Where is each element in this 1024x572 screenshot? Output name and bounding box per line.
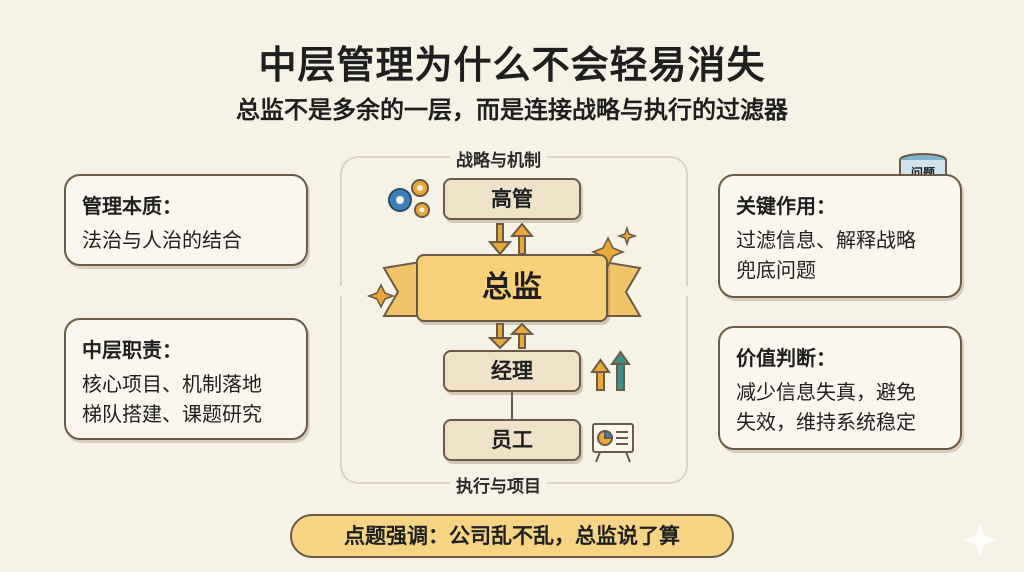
updown-arrows-top bbox=[487, 222, 535, 256]
card-line: 法治与人治的结合 bbox=[82, 228, 242, 252]
sparkle-icon bbox=[366, 225, 638, 309]
updown-arrows-bottom bbox=[487, 322, 535, 350]
frame-bottom-label: 执行与项目 bbox=[450, 472, 547, 497]
card-line: 兜底问题 bbox=[736, 258, 816, 282]
card-heading: 中层职责： bbox=[82, 338, 182, 362]
card-value-judgment: 价值判断： 减少信息失真，避免 失效，维持系统稳定 bbox=[718, 326, 962, 450]
frame-top-label: 战略与机制 bbox=[450, 146, 547, 171]
card-middle-duties: 中层职责： 核心项目、机制落地 梯队搭建、课题研究 bbox=[64, 318, 308, 440]
manager-box: 经理 bbox=[443, 350, 581, 392]
staff-box: 员工 bbox=[443, 419, 581, 461]
page-subtitle: 总监不是多余的一层，而是连接战略与执行的过滤器 bbox=[236, 96, 788, 124]
bottom-emphasis-note: 点题强调：公司乱不乱，总监说了算 bbox=[290, 514, 734, 558]
gears-icon bbox=[388, 179, 430, 218]
card-heading: 关键作用： bbox=[736, 194, 836, 218]
director-banner: 总监 bbox=[416, 254, 608, 322]
exec-box: 高管 bbox=[443, 178, 581, 220]
card-line: 核心项目、机制落地 bbox=[82, 372, 262, 396]
card-heading: 管理本质： bbox=[82, 194, 182, 218]
card-management-nature: 管理本质： 法治与人治的结合 bbox=[64, 174, 308, 266]
card-line: 失效，维持系统稳定 bbox=[736, 410, 916, 434]
card-line: 过滤信息、解释战略 bbox=[736, 228, 916, 252]
growth-arrows-icon bbox=[590, 350, 631, 391]
corner-sparkle-icon bbox=[962, 522, 998, 558]
card-heading: 价值判断： bbox=[736, 346, 836, 370]
presentation-board-icon bbox=[592, 423, 634, 463]
card-line: 减少信息失真，避免 bbox=[736, 380, 916, 404]
page-title: 中层管理为什么不会轻易消失 bbox=[258, 43, 766, 87]
card-line: 梯队搭建、课题研究 bbox=[82, 402, 262, 426]
card-key-role: 关键作用： 过滤信息、解释战略 兜底问题 bbox=[718, 174, 962, 298]
